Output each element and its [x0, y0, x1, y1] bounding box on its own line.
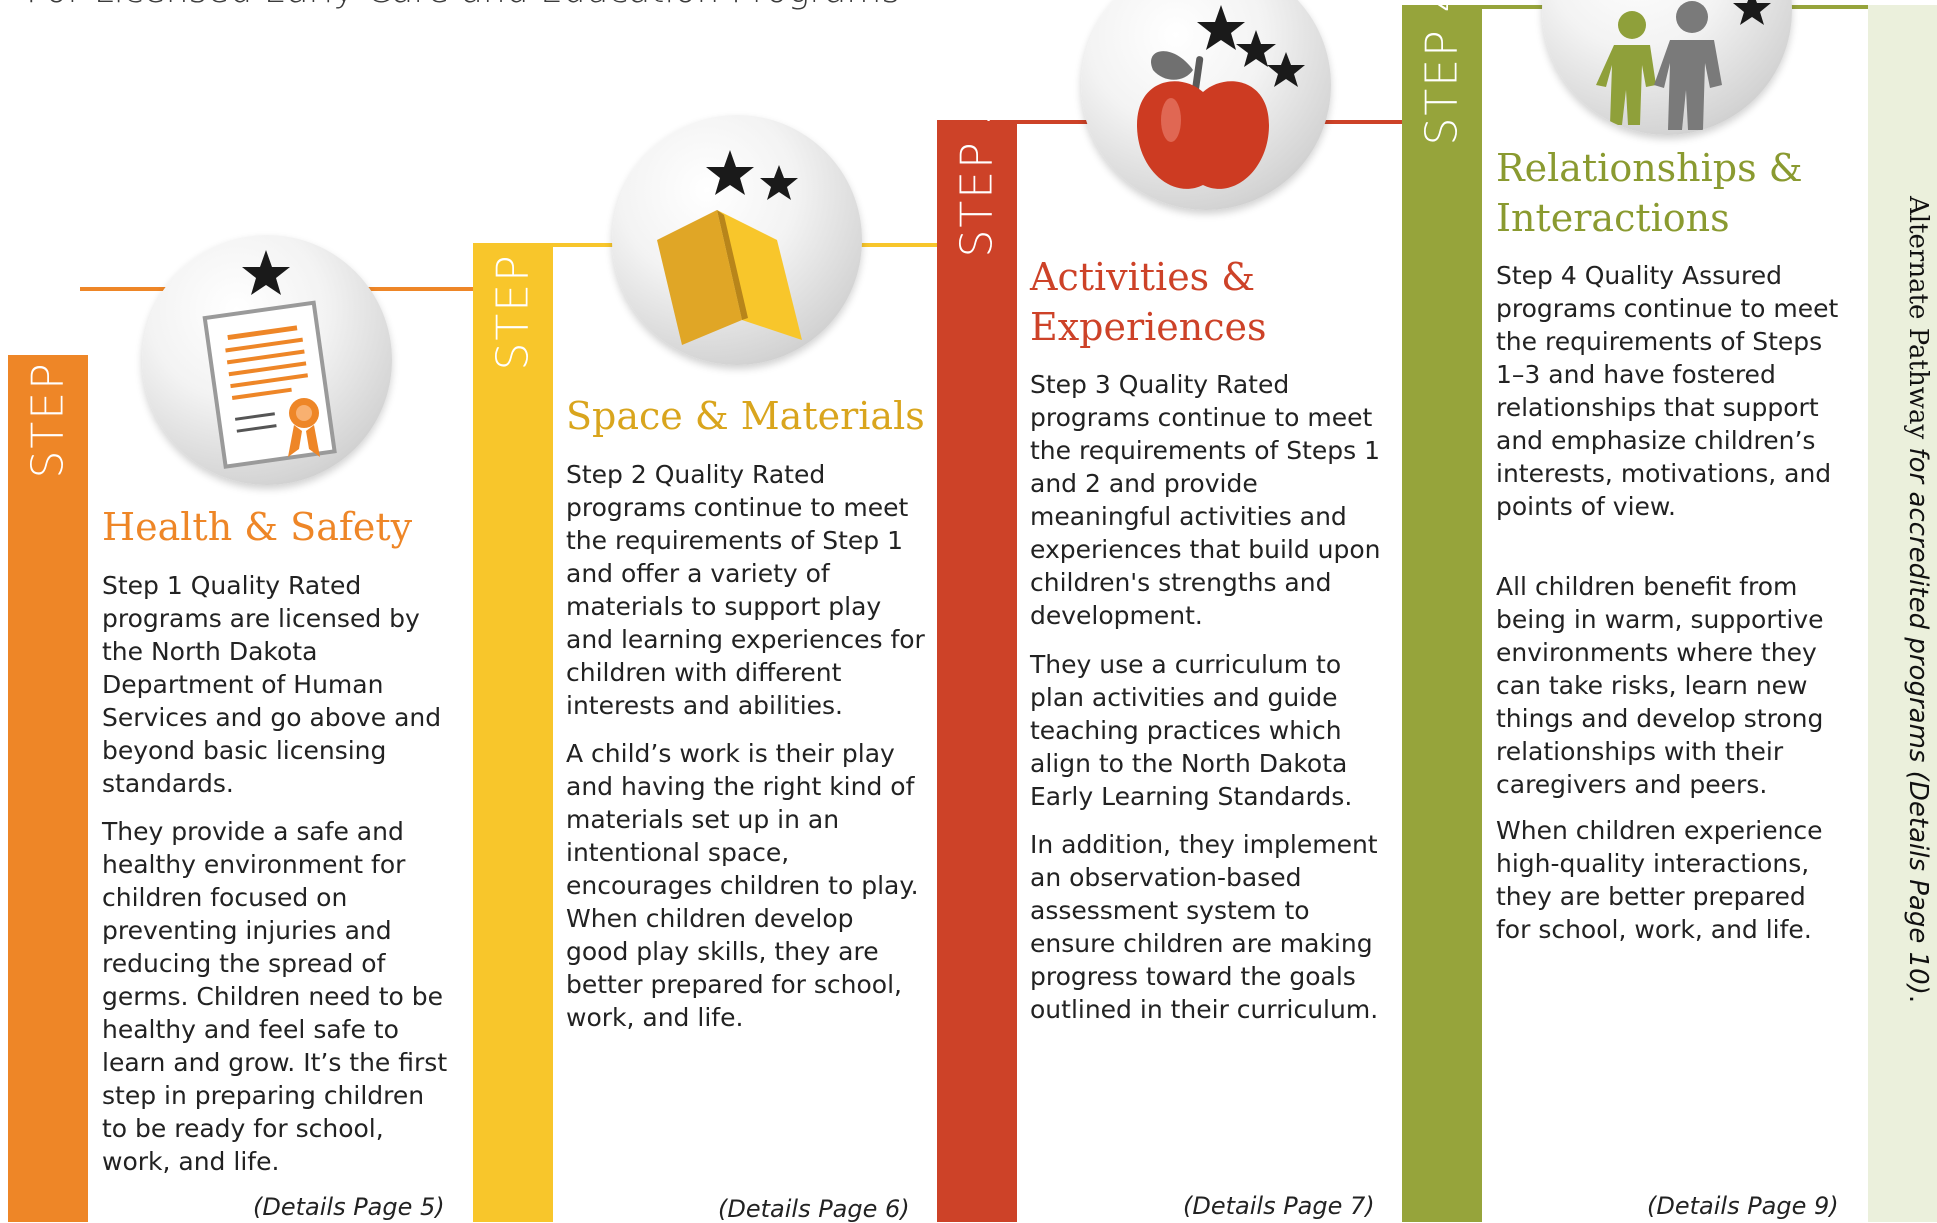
step2-heading: Space & Materials [566, 394, 925, 438]
step2-paragraph-2: A child’s work is their play and having … [566, 739, 919, 1032]
step3-details-link[interactable]: (Details Page 7) [1183, 1192, 1375, 1220]
step3-bar [937, 120, 1017, 1222]
step3-icon-circle [1081, 0, 1331, 210]
step4-icon-circle [1542, 0, 1792, 135]
step1-icon-circle [142, 235, 392, 485]
step3-paragraph-1: Step 3 Quality Rated programs continue t… [1030, 370, 1381, 630]
certificate-icon [202, 250, 337, 469]
step4-paragraph-1: Step 4 Quality Assured programs continue… [1496, 261, 1839, 521]
step4-paragraph-3: When children experience high-quality in… [1496, 816, 1823, 944]
step4-details-link[interactable]: (Details Page 9) [1647, 1192, 1839, 1220]
step2-bar [473, 243, 553, 1222]
step1-paragraph-1: Step 1 Quality Rated programs are licens… [102, 571, 442, 798]
apple-icon [1137, 5, 1305, 189]
people-icon [1596, 0, 1771, 130]
step1-heading: Health & Safety [102, 505, 413, 549]
step2-paragraph-1: Step 2 Quality Rated programs continue t… [566, 460, 925, 720]
step3-label: STEP 3 [952, 94, 1003, 257]
page-subtitle: For Licensed Early Care and Education Pr… [26, 0, 900, 11]
step4-paragraph-2: All children benefit from being in warm,… [1496, 572, 1824, 799]
alternate-pathway-text[interactable]: Alternate Pathway for accredited program… [1903, 196, 1933, 1003]
step1-bar [8, 355, 88, 1222]
step1-paragraph-2: They provide a safe and healthy environm… [102, 817, 448, 1176]
step4-heading: Relationships & Interactions [1496, 146, 1803, 240]
alternate-pathway-detail: for accredited programs (Details Page 10… [1903, 439, 1933, 995]
step3-paragraph-2: They use a curriculum to plan activities… [1030, 650, 1353, 811]
step4-bar [1402, 5, 1482, 1222]
step3-paragraph-3: In addition, they implement an observati… [1030, 830, 1379, 1024]
book-icon [657, 150, 802, 345]
step2-details-link[interactable]: (Details Page 6) [718, 1195, 910, 1223]
alternate-pathway-panel [1868, 5, 1937, 1222]
step2-icon-circle [612, 115, 862, 365]
alternate-pathway-title: Alternate Pathway [1903, 196, 1933, 440]
step1-details-link[interactable]: (Details Page 5) [253, 1193, 445, 1221]
step3-heading: Activities & Experiences [1030, 255, 1267, 349]
step2-label: STEP 2 [488, 207, 539, 370]
step4-label: STEP 4 [1416, 0, 1468, 146]
alternate-pathway-period: . [1903, 994, 1933, 1004]
step1-label: STEP 1 [23, 315, 74, 478]
